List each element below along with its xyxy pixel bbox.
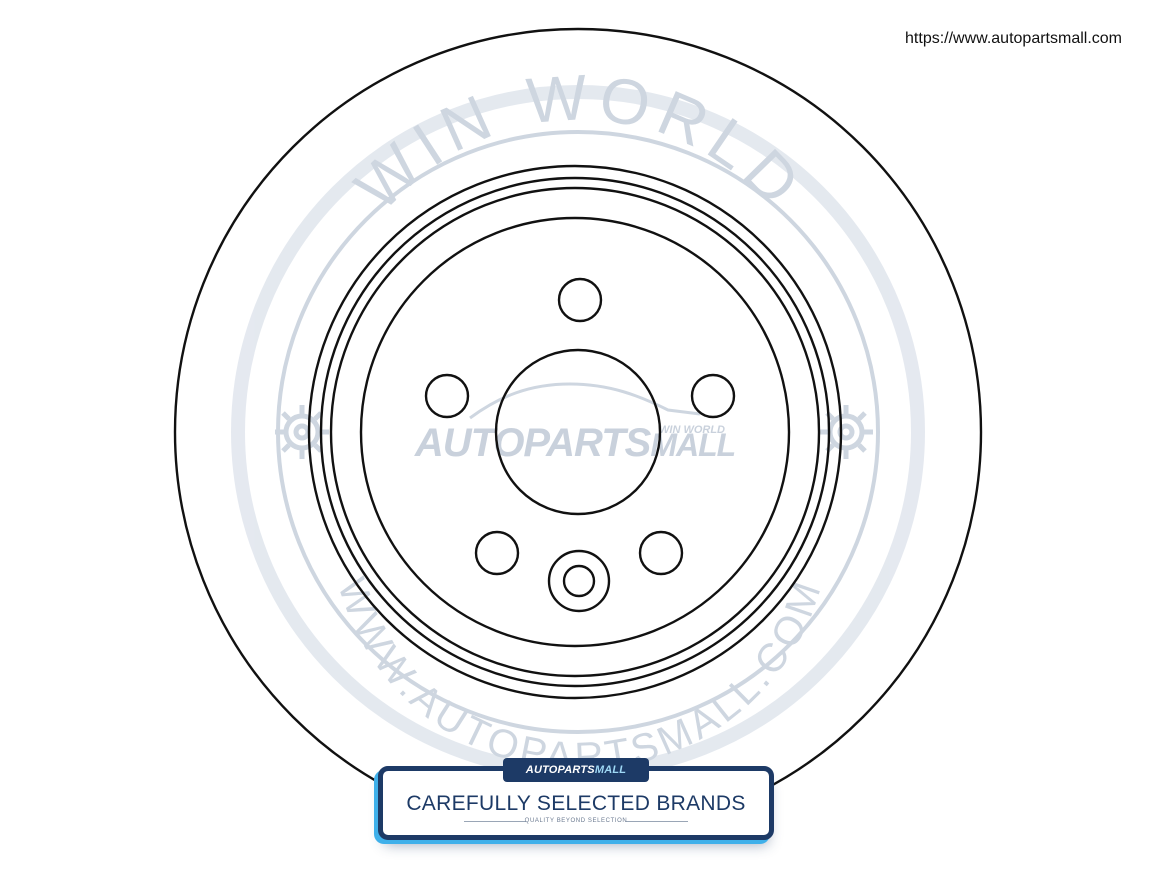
banner-rule-left — [464, 821, 526, 822]
watermark-logo-main: AUTOPARTSMALL — [414, 421, 735, 465]
banner-logo: AUTOPARTSMALL — [525, 764, 627, 776]
hat-face — [359, 216, 791, 648]
hat-ring-3 — [329, 186, 821, 678]
bolt-hole — [690, 373, 736, 419]
banner-rule-right — [626, 821, 688, 822]
locating-hole-outer — [547, 549, 611, 613]
banner-headline: CAREFULLY SELECTED BRANDS — [406, 792, 746, 815]
banner-subline: QUALITY BEYOND SELECTION — [524, 818, 628, 824]
hat-outer-ring — [307, 164, 843, 700]
banner-logo-tab: AUTOPARTSMALL — [503, 758, 649, 782]
watermark-logo-small: WIN WORLD — [659, 424, 725, 436]
bolt-hole — [474, 530, 520, 576]
locating-hole-inner — [562, 564, 596, 598]
bolt-hole — [638, 530, 684, 576]
car-silhouette-icon — [469, 382, 701, 420]
gear-icon — [275, 405, 329, 459]
center-bore — [494, 348, 662, 516]
hat-ring-2 — [319, 176, 831, 688]
bolt-hole — [557, 277, 603, 323]
bolt-hole — [424, 373, 470, 419]
site-url: https://www.autopartsmall.com — [905, 30, 1122, 47]
watermark: WIN WORLD WWW.AUTOPARTSMALL.COM AUTOPART… — [231, 60, 925, 779]
